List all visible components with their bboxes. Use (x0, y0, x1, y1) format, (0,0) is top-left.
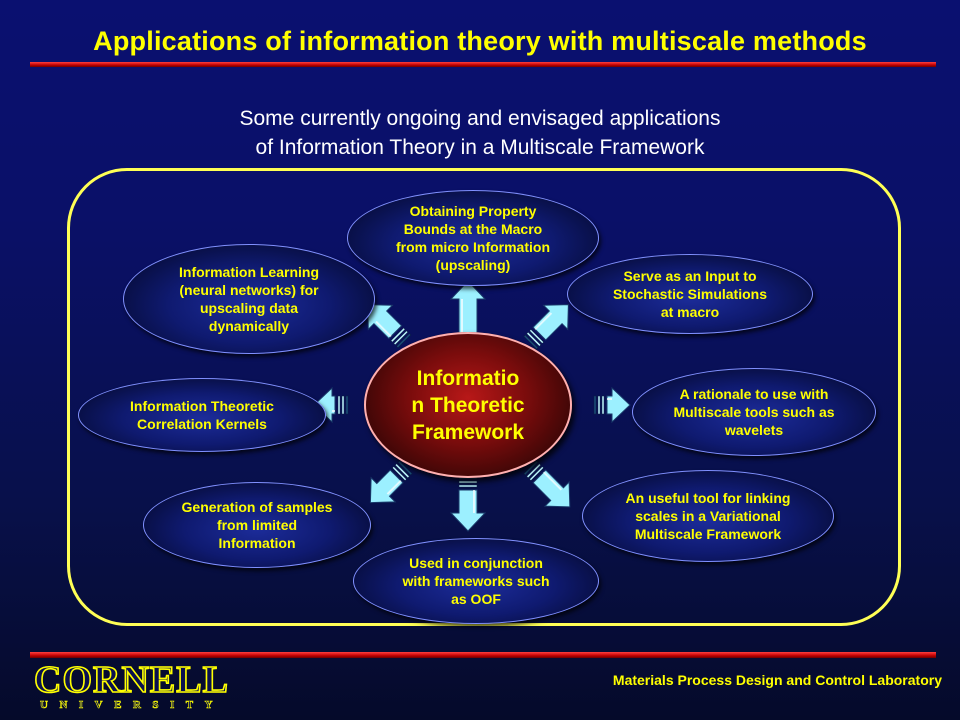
arrow-down-icon (449, 476, 487, 532)
node-upscaling-line-2: Bounds at the Macro (403, 221, 543, 237)
node-wavelets-line-2: Multiscale tools such as (673, 404, 835, 420)
node-learning-line-2: (neural networks) for (179, 282, 319, 298)
arrow-left-icon (313, 386, 349, 424)
arrow-up-left-icon (367, 304, 412, 349)
subtitle-line-2: of Information Theory in a Multiscale Fr… (255, 136, 705, 159)
lab-name: Materials Process Design and Control Lab… (612, 672, 942, 688)
arrow-down-left-icon (369, 460, 413, 504)
node-samples: Generation of samples from limited Infor… (143, 482, 371, 568)
node-stochastic-line-3: at macro (660, 304, 720, 320)
node-variational-line-1: An useful tool for linking (625, 490, 791, 506)
node-oof-line-1: Used in conjunction (409, 555, 543, 571)
cornell-logo-wordmark: CORNELL (33, 659, 229, 701)
arrow-down-right-icon (523, 460, 571, 508)
subtitle-line-1: Some currently ongoing and envisaged app… (239, 107, 721, 130)
node-oof-line-2: with frameworks such (402, 573, 550, 589)
node-wavelets-line-1: A rationale to use with (679, 386, 829, 402)
node-oof: Used in conjunction with frameworks such… (353, 538, 599, 624)
node-variational: An useful tool for linking scales in a V… (582, 470, 834, 562)
node-upscaling: Obtaining Property Bounds at the Macro f… (347, 190, 599, 286)
center-line-3: Framework (411, 420, 525, 444)
footer-bar (30, 652, 936, 658)
node-stochastic-line-1: Serve as an Input to (623, 268, 757, 284)
node-wavelets-line-3: wavelets (724, 422, 784, 438)
node-wavelets: A rationale to use with Multiscale tools… (632, 368, 876, 456)
node-variational-line-3: Multiscale Framework (634, 526, 782, 542)
node-kernels: Information Theoretic Correlation Kernel… (78, 378, 326, 452)
node-learning-line-1: Information Learning (179, 264, 319, 280)
arrow-right-icon (593, 386, 631, 424)
node-upscaling-line-1: Obtaining Property (409, 203, 537, 219)
node-oof-line-3: as OOF (451, 591, 501, 607)
node-variational-line-2: scales in a Variational (635, 508, 781, 524)
slide-title: Applications of information theory with … (93, 26, 867, 56)
node-learning-line-4: dynamically (208, 318, 290, 334)
arrow-up-right-icon (523, 304, 569, 350)
title-underline (30, 62, 936, 67)
node-learning: Information Learning (neural networks) f… (123, 244, 375, 354)
center-line-1: Informatio (416, 366, 520, 390)
center-line-2: n Theoretic (411, 393, 525, 417)
node-samples-line-1: Generation of samples (181, 499, 333, 515)
node-stochastic-line-2: Stochastic Simulations (612, 286, 768, 302)
slide-subtitle: Some currently ongoing and envisaged app… (0, 104, 960, 162)
node-learning-line-3: upscaling data (199, 300, 299, 316)
center-node: Informatio n Theoretic Framework (364, 332, 572, 478)
cornell-logo-subtitle: UNIVERSITY (40, 699, 225, 712)
node-stochastic: Serve as an Input to Stochastic Simulati… (567, 254, 813, 334)
node-upscaling-line-3: from micro Information (395, 239, 550, 255)
node-samples-line-2: from limited (216, 517, 298, 533)
node-upscaling-line-4: (upscaling) (435, 257, 511, 273)
node-samples-line-3: Information (218, 535, 296, 551)
node-kernels-line-2: Correlation Kernels (137, 416, 267, 432)
diagram-frame (67, 168, 901, 626)
node-kernels-line-1: Information Theoretic (130, 398, 274, 414)
